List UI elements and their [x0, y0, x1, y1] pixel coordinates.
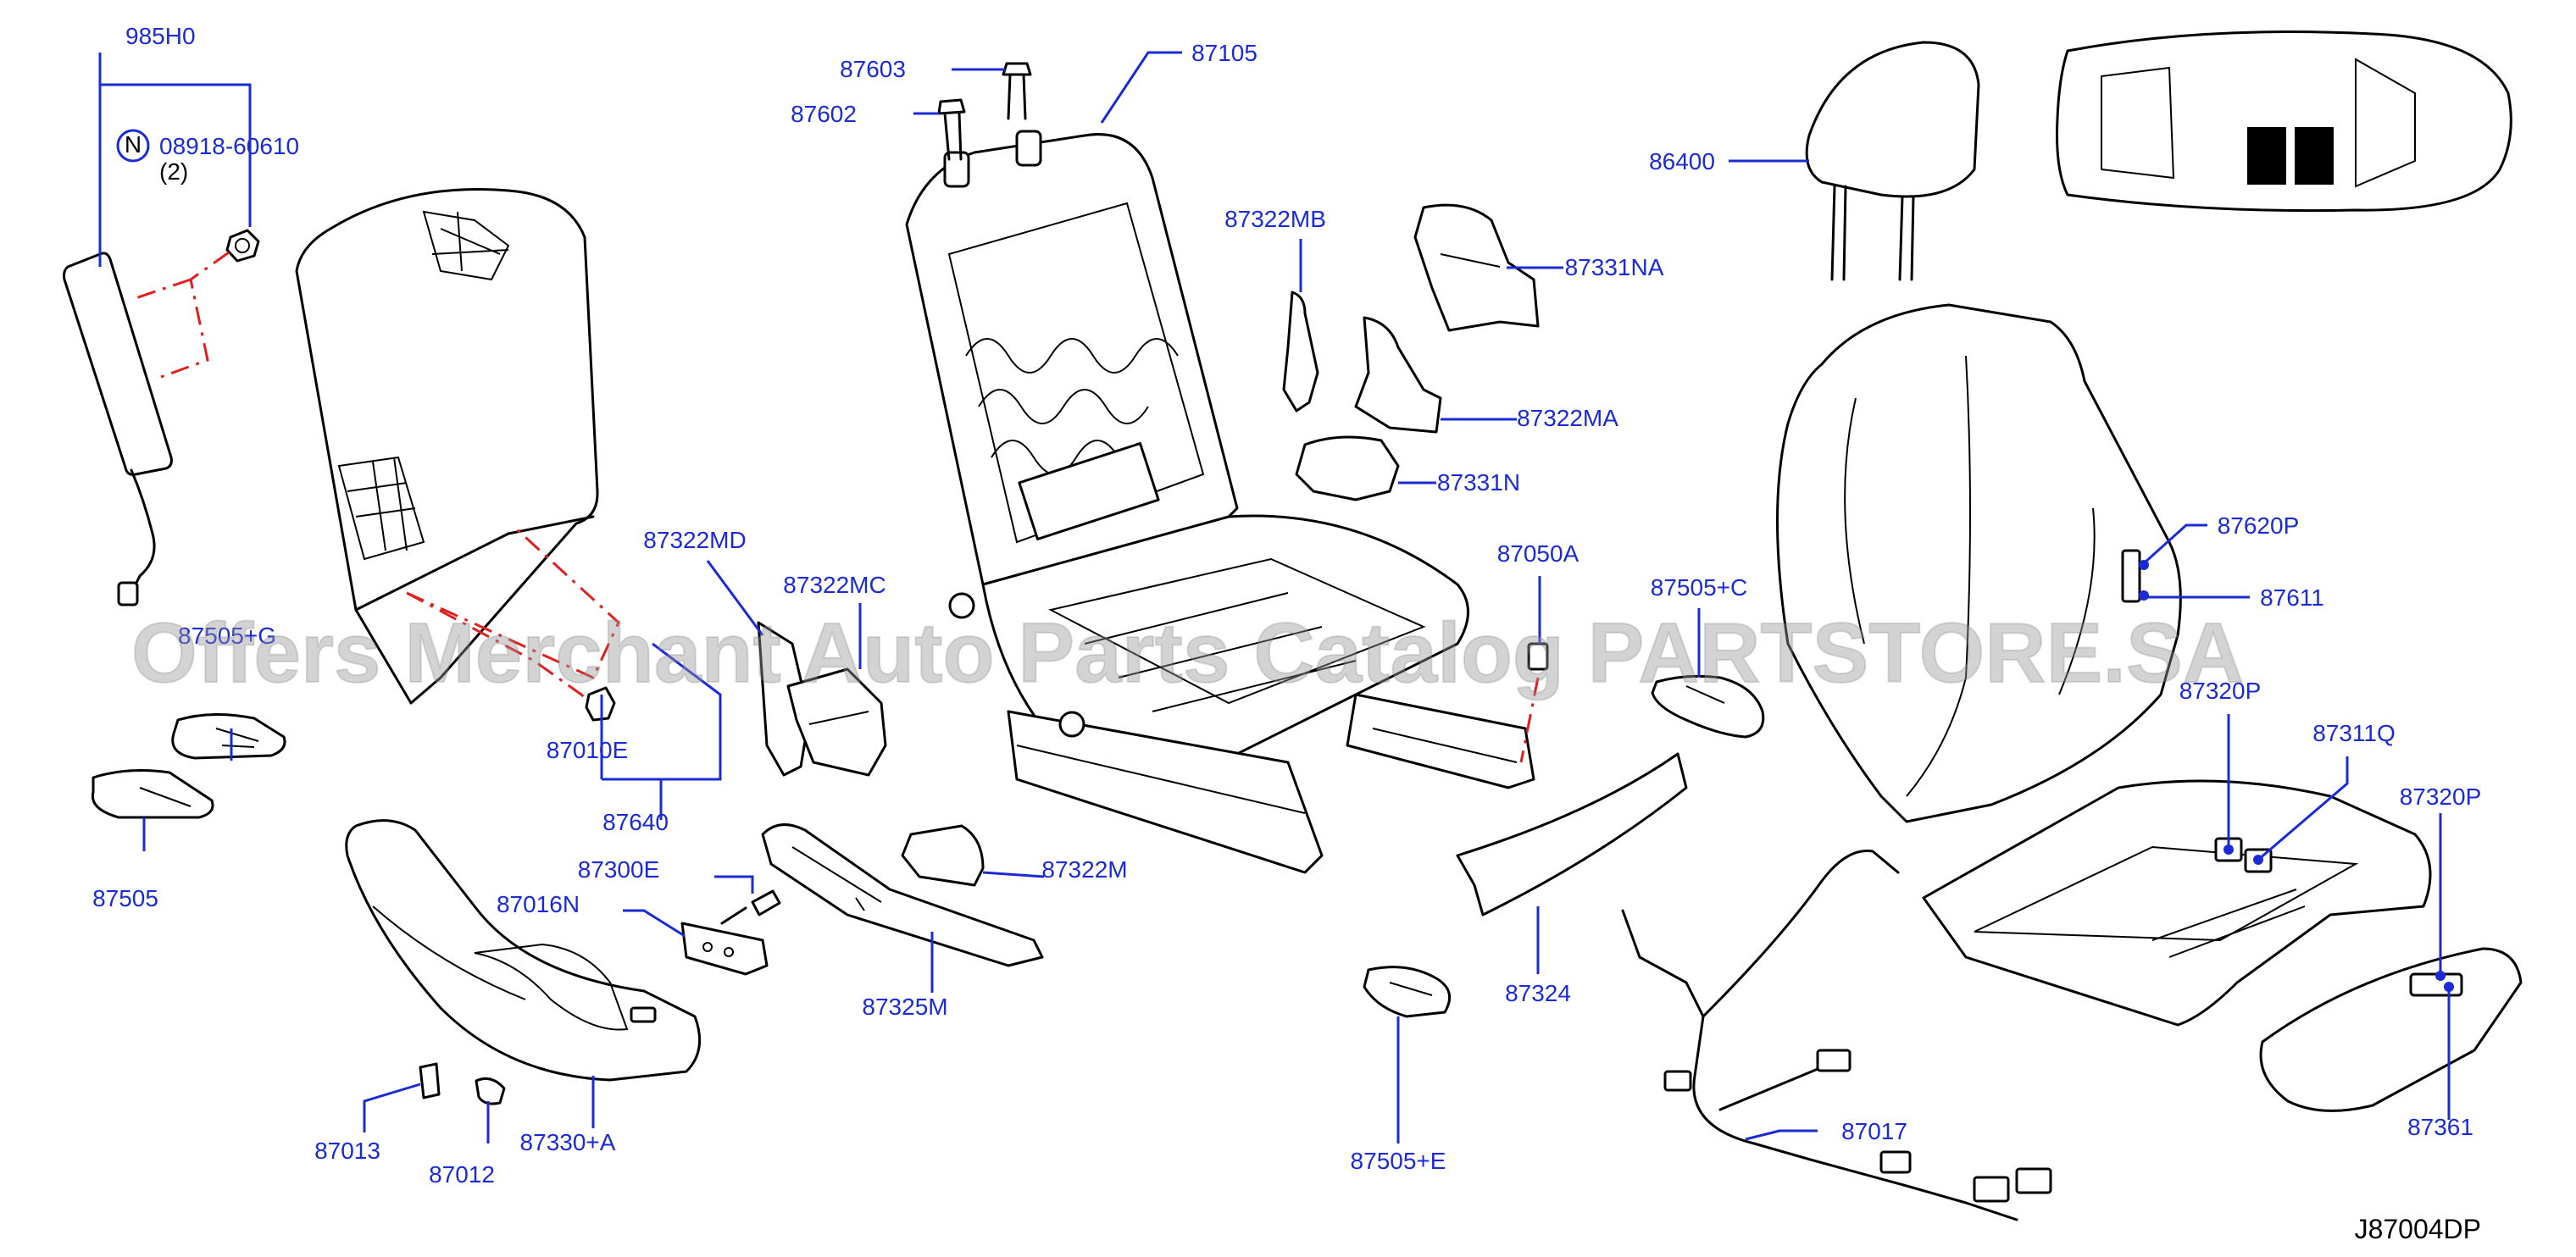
finisher-87324[interactable] [1456, 752, 1688, 916]
cover-87322ma[interactable] [1354, 316, 1442, 434]
label-87505c[interactable]: 87505+C [1651, 574, 1747, 601]
nut-08918-60610[interactable] [225, 229, 260, 263]
label-87331n[interactable]: 87331N [1437, 469, 1520, 496]
label-87017[interactable]: 87017 [1841, 1118, 1907, 1144]
label-87311q[interactable]: 87311Q [2312, 720, 2396, 746]
label-87611[interactable]: 87611 [2260, 584, 2324, 611]
cover-87322mb[interactable] [1282, 291, 1319, 413]
seatback-pad[interactable] [295, 187, 599, 705]
note-circle [116, 129, 150, 163]
label-08918-60610[interactable]: 08918-60610 [159, 133, 299, 159]
label-87013[interactable]: 87013 [314, 1138, 380, 1164]
airbag-module-985h0[interactable] [63, 252, 173, 606]
watermark: Offers Merchant Auto Parts Catalog PARTS… [131, 606, 2244, 700]
label-87505e[interactable]: 87505+E [1351, 1148, 1446, 1174]
label-87322md[interactable]: 87322MD [643, 527, 746, 553]
seat-frame-87105[interactable] [905, 130, 1535, 874]
cover-87331n[interactable] [1295, 435, 1400, 501]
label-87105[interactable]: 87105 [1191, 40, 1257, 66]
connector-87050a[interactable] [1527, 642, 1549, 671]
finisher-87505-upper[interactable] [171, 713, 286, 760]
note-symbol: N [125, 131, 142, 158]
finisher-87505c[interactable] [1651, 674, 1765, 739]
label-87012[interactable]: 87012 [429, 1161, 495, 1188]
connector-mount-line [1519, 677, 1540, 763]
label-87361[interactable]: 87361 [2407, 1114, 2473, 1140]
label-86400[interactable]: 86400 [1649, 148, 1715, 174]
note-quantity: (2) [159, 158, 188, 185]
finisher-87505[interactable] [91, 769, 214, 819]
finisher-87505e[interactable] [1363, 966, 1452, 1018]
harness-87017[interactable] [1621, 849, 2052, 1221]
pin-87602[interactable] [937, 98, 966, 161]
label-87640[interactable]: 87640 [602, 809, 669, 835]
cover-87331na[interactable] [1413, 203, 1540, 332]
label-87324[interactable]: 87324 [1505, 980, 1571, 1006]
seatback-trim-87620p[interactable] [1776, 303, 2182, 823]
label-87300e[interactable]: 87300E [578, 856, 660, 883]
label-87505-hidden[interactable]: 87505+G [178, 623, 276, 649]
label-87322m[interactable]: 87322M [1041, 856, 1127, 883]
label-87602[interactable]: 87602 [791, 101, 857, 127]
label-87322ma[interactable]: 87322MA [1517, 405, 1618, 431]
label-87325m[interactable]: 87325M [862, 994, 947, 1020]
drawing-reference: J87004DP [2355, 1214, 2481, 1244]
label-87620p[interactable]: 87620P [2218, 512, 2300, 539]
trim-87322md[interactable] [757, 621, 811, 777]
label-87322mb[interactable]: 87322MB [1224, 206, 1326, 232]
cushion-trim-87320p[interactable] [1922, 779, 2432, 1027]
label-87322mc[interactable]: 87322MC [783, 572, 886, 598]
knob-87013[interactable] [419, 1062, 441, 1099]
airbag-mount-line [135, 251, 230, 379]
switch-87016n[interactable] [680, 922, 769, 976]
knob-87012[interactable] [475, 1077, 506, 1105]
headrest-86400[interactable] [1805, 41, 1980, 281]
part-labels: 985H0 N 08918-60610 (2) 87505+G 87505 87… [92, 23, 2481, 1188]
label-87016n[interactable]: 87016N [497, 891, 580, 917]
label-87050a[interactable]: 87050A [1497, 540, 1579, 567]
label-985h0[interactable]: 985H0 [125, 23, 196, 49]
label-87505[interactable]: 87505 [92, 885, 158, 911]
trim-87325m[interactable] [761, 823, 1044, 967]
cover-87322m[interactable] [901, 824, 985, 887]
label-87603[interactable]: 87603 [840, 56, 906, 82]
screw-87300e[interactable] [720, 889, 781, 925]
pad-mount-line [406, 528, 620, 705]
label-87320p-b[interactable]: 87320P [2400, 784, 2482, 810]
leader-lines [98, 51, 2454, 1143]
label-87330a[interactable]: 87330+A [520, 1129, 616, 1155]
vehicle-location-icon [2056, 30, 2512, 213]
side-cover-87330a[interactable] [345, 819, 702, 1082]
pin-87603[interactable] [1002, 62, 1032, 120]
label-87331na[interactable]: 87331NA [1565, 254, 1664, 280]
cushion-pad-87361[interactable] [2259, 947, 2523, 1112]
label-87010e[interactable]: 87010E [547, 737, 629, 763]
trim-87322mc[interactable] [786, 667, 887, 777]
label-87320p-a[interactable]: 87320P [2179, 678, 2262, 704]
